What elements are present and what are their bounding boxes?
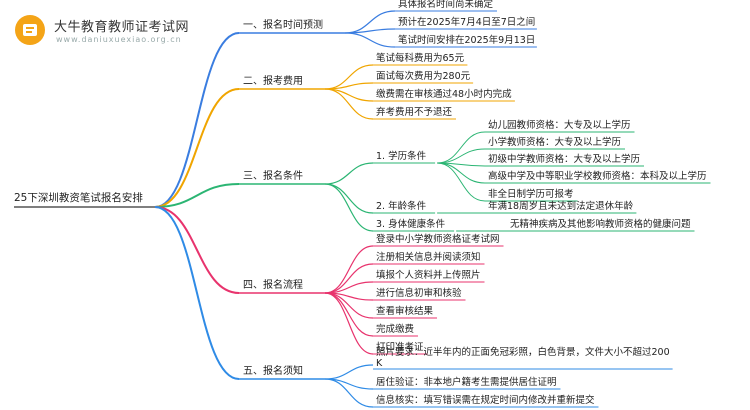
leaf-4-2: 注册相关信息并阅读须知 [376, 251, 481, 263]
leaf-3-1: 1. 学历条件 [376, 150, 427, 162]
connector [344, 32, 396, 48]
connector [324, 162, 374, 185]
branch-5-label: 五、报名须知 [243, 364, 303, 377]
branch-1-label: 一、报名时间预测 [243, 18, 323, 31]
graduation-cap-icon [15, 15, 45, 45]
subleaf-3-1: 无精神疾病及其他影响教师资格的健康问题 [510, 218, 691, 230]
connector [154, 206, 240, 294]
brand-name: 大牛教育教师证考试网 [54, 20, 190, 35]
subleaf-1-3: 初级中学教师资格：大专及以上学历 [488, 153, 640, 165]
brand-domain: www.daniuxuexiao.org.cn [56, 35, 182, 44]
leaf-4-7: 打印准考证 [376, 341, 424, 353]
subleaf-1-2: 小学教师资格：大专及以上学历 [488, 136, 621, 148]
leaf-3-3: 3. 身体健康条件 [376, 218, 446, 230]
leaf-4-4: 进行信息初审和核验 [376, 287, 462, 299]
connector [324, 183, 374, 232]
connector [324, 245, 374, 294]
leaf-1-1: 具体报名时间尚未确定 [398, 0, 494, 10]
connector [154, 88, 240, 208]
connector [437, 131, 486, 164]
leaf-1-3: 笔试时间安排在2025年9月13日 [398, 34, 535, 46]
leaf-5-2: 居住验证：非本地户籍考生需提供居住证明 [376, 376, 557, 388]
connector [324, 88, 374, 102]
root-node: 25下深圳教资笔试报名安排 [14, 191, 143, 204]
connector [154, 32, 240, 208]
leaf-1-2: 预计在2025年7月4日至7日之间 [398, 16, 535, 28]
branch-4-label: 四、报名流程 [243, 278, 303, 291]
leaf-4-6: 完成缴费 [376, 323, 414, 335]
leaf-4-5: 查看审核结果 [376, 305, 434, 317]
branch-2-label: 二、报考费用 [243, 74, 303, 87]
leaf-3-2: 2. 年龄条件 [376, 200, 427, 212]
connector [324, 292, 374, 355]
leaf-4-3: 填报个人资料并上传照片 [376, 269, 481, 281]
leaf-4-1: 登录中小学教师资格证考试网 [376, 233, 500, 245]
leaf-2-1: 笔试每科费用为65元 [376, 52, 465, 64]
connector [154, 183, 240, 208]
connector [437, 162, 486, 202]
subleaf-1-1: 幼儿园教师资格：大专及以上学历 [488, 119, 631, 131]
subleaf-1-4: 高级中学及中等职业学校教师资格：本科及以上学历 [488, 170, 707, 182]
connector [324, 364, 374, 380]
connector [324, 88, 374, 120]
leaf-2-4: 弃考费用不予退还 [376, 106, 453, 118]
subleaf-1-5: 非全日制学历可报考 [488, 188, 574, 200]
leaf-2-3: 缴费需在审核通过48小时内完成 [376, 88, 512, 100]
leaf-5-3: 信息核实：填写错误需在规定时间内修改并重新提交 [376, 394, 595, 406]
leaf-2-2: 面试每次费用为280元 [376, 70, 471, 82]
subleaf-2-1: 年满18周岁且未达到法定退休年龄 [488, 200, 634, 212]
connector [154, 206, 240, 380]
connector [344, 28, 396, 34]
branch-3-label: 三、报名条件 [243, 169, 303, 182]
connector [437, 148, 486, 164]
connector [324, 378, 374, 408]
